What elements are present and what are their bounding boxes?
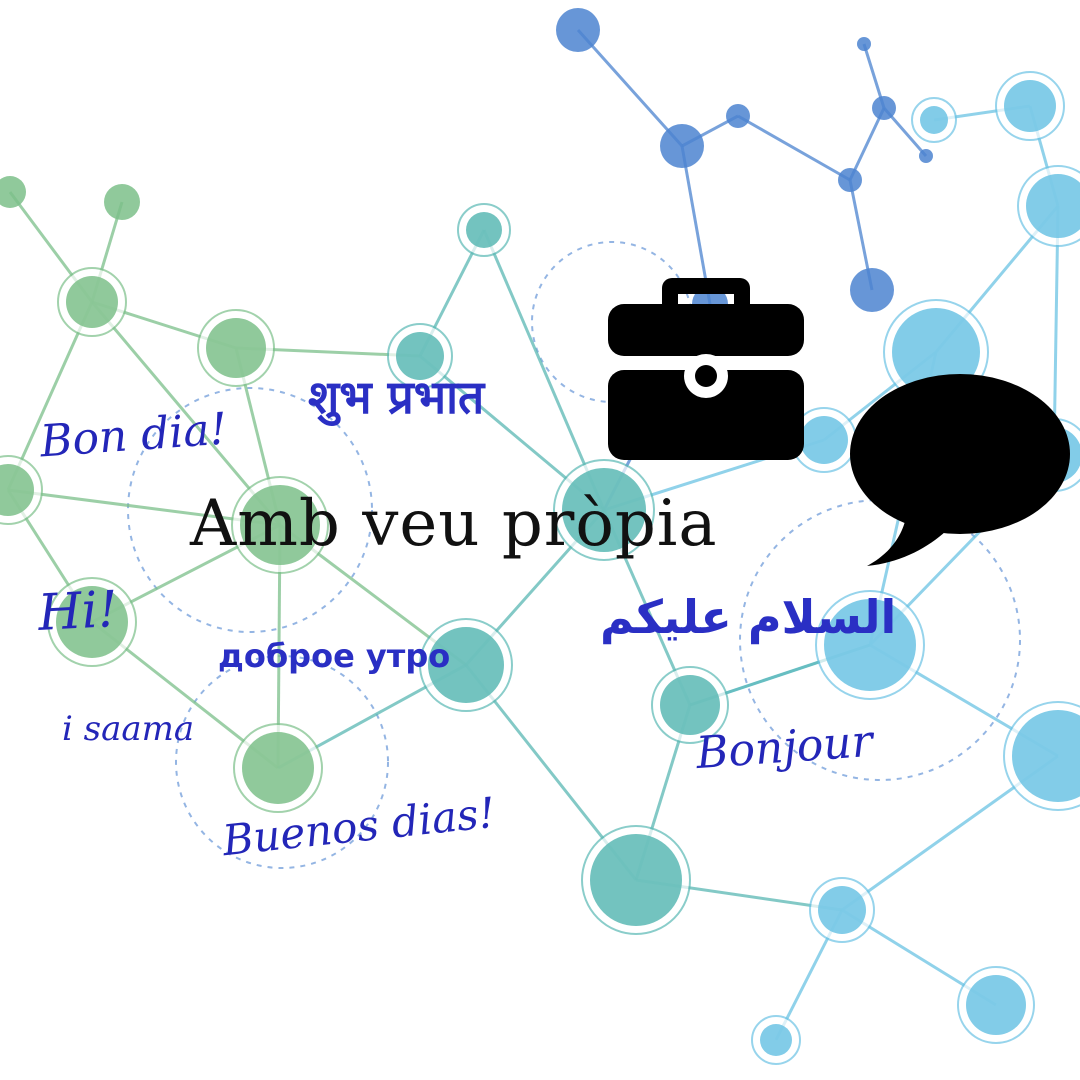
page-title: Amb veu pròpia	[190, 487, 718, 561]
greeting-catalan: Bon dia!	[38, 403, 229, 468]
greeting-arabic: السلام عليكم	[600, 590, 897, 644]
network-node	[0, 176, 26, 208]
greeting-inuktitut: i saama	[62, 709, 195, 749]
network-node	[824, 599, 916, 691]
network-node	[660, 675, 720, 735]
network-node	[760, 1024, 792, 1056]
dashed-orbit	[175, 655, 389, 869]
network-node	[872, 96, 896, 120]
dashed-orbit	[127, 387, 373, 633]
network-node	[396, 332, 444, 380]
greeting-russian: доброе утро	[218, 637, 451, 675]
network-node	[590, 834, 682, 926]
network-node	[1026, 174, 1080, 238]
network-node	[857, 37, 871, 51]
network-node	[920, 106, 948, 134]
network-node	[892, 308, 980, 396]
network-node	[818, 886, 866, 934]
dashed-orbit	[739, 499, 1021, 781]
network-node	[556, 8, 600, 52]
network-node	[240, 485, 320, 565]
network-node	[562, 468, 646, 552]
network-node	[850, 268, 894, 312]
network-node	[206, 318, 266, 378]
network-node	[104, 184, 140, 220]
network-node	[242, 732, 314, 804]
speech-bubble-icon	[850, 374, 1070, 566]
greeting-hindi: शुभ प्रभात	[308, 370, 485, 424]
network-edge	[680, 145, 712, 305]
network-node	[1012, 710, 1080, 802]
briefcase-icon	[606, 278, 806, 460]
network-edge	[737, 114, 851, 182]
greeting-french: Bonjour	[694, 715, 875, 780]
network-node	[838, 168, 862, 192]
network-node	[919, 149, 933, 163]
network-node	[726, 104, 750, 128]
network-node	[0, 464, 34, 516]
network-node	[428, 627, 504, 703]
network-node	[966, 975, 1026, 1035]
network-node	[660, 124, 704, 168]
network-node	[56, 586, 128, 658]
network-node	[1004, 80, 1056, 132]
greeting-english: Hi!	[36, 579, 120, 643]
network-edge	[576, 28, 684, 148]
network-node	[66, 276, 118, 328]
network-node	[466, 212, 502, 248]
network-edge	[848, 107, 886, 181]
network-node	[800, 416, 848, 464]
